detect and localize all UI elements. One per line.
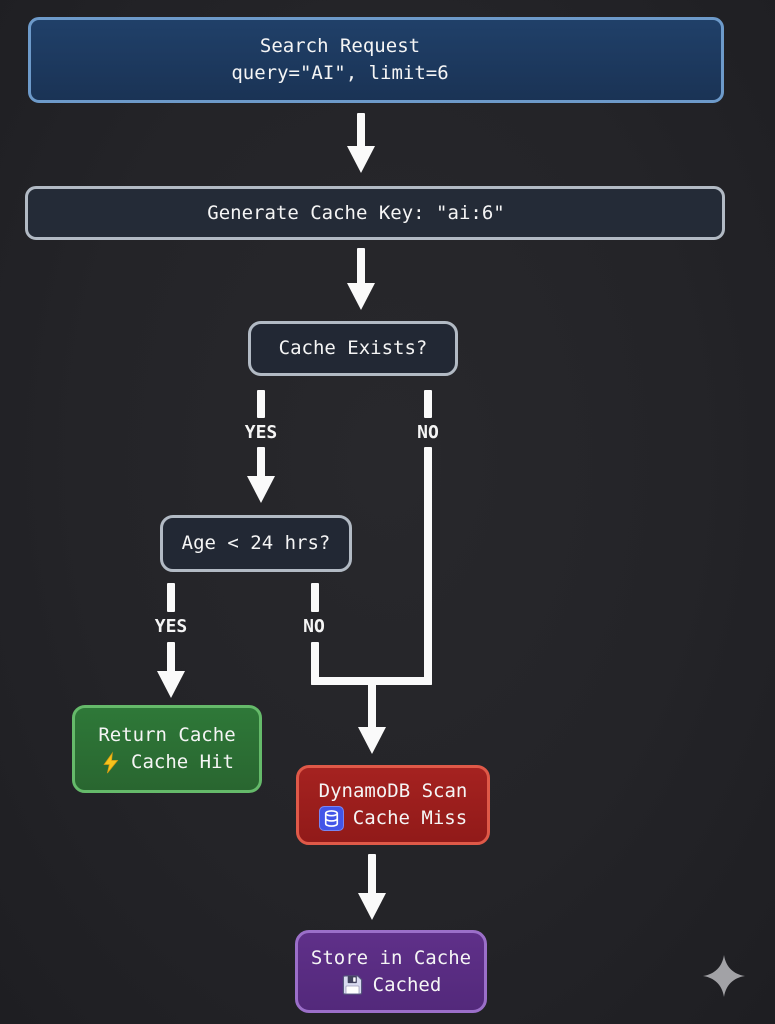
branch-exists-yes-arrow-head — [247, 476, 275, 503]
arrow-search-to-genkey-head — [347, 146, 375, 173]
cache-miss-line1: DynamoDB Scan — [318, 780, 468, 802]
branch-exists-yes-segment — [257, 390, 265, 418]
node-store-cache: Store in Cache Cached — [295, 930, 487, 1013]
arrow-merge-to-miss-shaft — [368, 683, 376, 728]
branch-age-yes-segment — [167, 583, 175, 612]
node-cache-exists: Cache Exists? — [248, 321, 458, 376]
merge-connector — [311, 677, 432, 685]
branch-age-yes-arrow-shaft — [167, 642, 175, 672]
branch-exists-no-label: NO — [417, 422, 439, 443]
arrow-miss-to-store-shaft — [368, 854, 376, 894]
store-cache-line2: Cached — [372, 973, 442, 996]
arrow-merge-to-miss-head — [358, 727, 386, 754]
lightning-icon — [100, 751, 122, 775]
branch-exists-no-segment — [424, 390, 432, 418]
floppy-disk-icon — [341, 973, 364, 997]
branch-exists-yes-arrow-shaft — [257, 447, 265, 477]
arrow-miss-to-store-head — [358, 893, 386, 920]
age-check-label: Age < 24 hrs? — [181, 532, 331, 554]
search-request-line2: query="AI", limit=6 — [231, 62, 449, 84]
cache-miss-line2: Cache Miss — [352, 807, 468, 829]
sparkle-icon — [700, 952, 748, 1000]
arrow-genkey-to-exists-shaft — [357, 248, 365, 284]
node-search-request: Search Request query="AI", limit=6 — [28, 17, 724, 103]
node-cache-miss: DynamoDB Scan Cache Miss — [296, 765, 490, 845]
dynamodb-icon — [318, 806, 344, 831]
arrow-genkey-to-exists-head — [347, 283, 375, 310]
branch-age-no-segment — [311, 583, 319, 612]
arrow-search-to-genkey-shaft — [357, 113, 365, 147]
cache-hit-line1: Return Cache — [98, 724, 236, 746]
branch-age-no-label: NO — [303, 616, 325, 637]
generate-cache-key-label: Generate Cache Key: "ai:6" — [207, 201, 505, 224]
search-request-line1: Search Request — [259, 35, 421, 57]
cache-hit-line2: Cache Hit — [131, 751, 234, 773]
store-cache-line1: Store in Cache — [310, 946, 472, 969]
branch-age-yes-arrow-head — [157, 671, 185, 698]
cache-exists-label: Cache Exists? — [278, 337, 428, 359]
branch-age-yes-label: YES — [154, 616, 188, 637]
branch-exists-no-line — [424, 447, 432, 685]
branch-age-no-line — [311, 642, 319, 685]
node-age-check: Age < 24 hrs? — [160, 515, 352, 572]
node-cache-hit: Return Cache Cache Hit — [72, 705, 262, 793]
node-generate-cache-key: Generate Cache Key: "ai:6" — [25, 186, 725, 240]
branch-exists-yes-label: YES — [244, 422, 278, 443]
